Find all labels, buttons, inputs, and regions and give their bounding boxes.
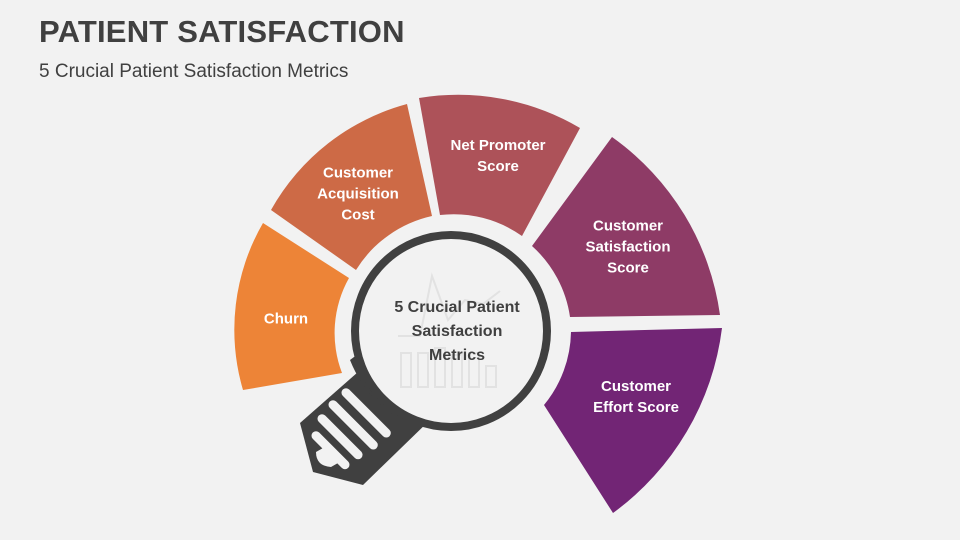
segment-label-net-promoter-score: Net Promoter Score [450, 137, 546, 175]
segment-churn [234, 223, 349, 390]
segment-label-churn: Churn [263, 310, 309, 328]
segment-customer-effort-score [544, 328, 722, 513]
segment-customer-satisfaction-score [532, 137, 720, 317]
center-label: 5 Crucial Patient Satisfaction Metrics [394, 299, 520, 364]
segment-label-customer-acquisition-cost: Customer Acquisition Cost [317, 164, 399, 224]
bar-chart-trend-icon [398, 272, 501, 388]
segment-label-customer-satisfaction-score: Customer Satisfaction Score [585, 217, 671, 277]
segment-label-customer-effort-score: Customer Effort Score [593, 378, 679, 416]
segment-net-promoter-score [419, 94, 580, 236]
center-circle [351, 231, 551, 431]
page-subtitle: 5 Crucial Patient Satisfaction Metrics [39, 61, 349, 82]
page-title: PATIENT SATISFACTION [39, 14, 405, 49]
segment-customer-acquisition-cost [271, 104, 432, 270]
